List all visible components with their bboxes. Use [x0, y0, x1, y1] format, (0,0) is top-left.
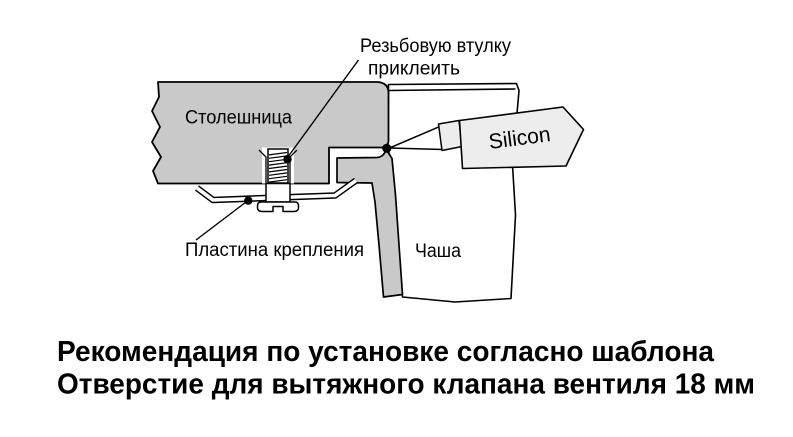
sleeve-label-line2: приклеить: [368, 59, 460, 80]
bowl-label: Чаша: [415, 241, 461, 262]
leader-line-plate: [195, 199, 249, 241]
silicon-tube: Silicon: [388, 106, 585, 170]
sink-bowl-wall-shape: [336, 148, 404, 298]
leader-line-sleeve: [286, 59, 360, 158]
rim-strip-line: [388, 88, 516, 92]
sleeve-label-line1: Резьбовую втулку: [360, 36, 511, 57]
screw-body: [265, 182, 291, 203]
callout-dot-silicone-joint: [382, 143, 392, 153]
threaded-sleeve: [267, 148, 289, 184]
countertop-label: Столешница: [185, 108, 292, 129]
callout-dot-sleeve: [283, 155, 292, 164]
tube-body: [458, 106, 585, 170]
plate-label: Пластина крепления: [185, 240, 364, 261]
caption-line2: Отверстие для вытяжного клапана вентиля …: [57, 369, 755, 401]
callout-dot-plate: [244, 196, 253, 205]
nozzle-collar: [437, 119, 463, 152]
caption-line1: Рекомендация по установке согласно шабло…: [57, 336, 715, 368]
screw-head: [256, 201, 300, 213]
